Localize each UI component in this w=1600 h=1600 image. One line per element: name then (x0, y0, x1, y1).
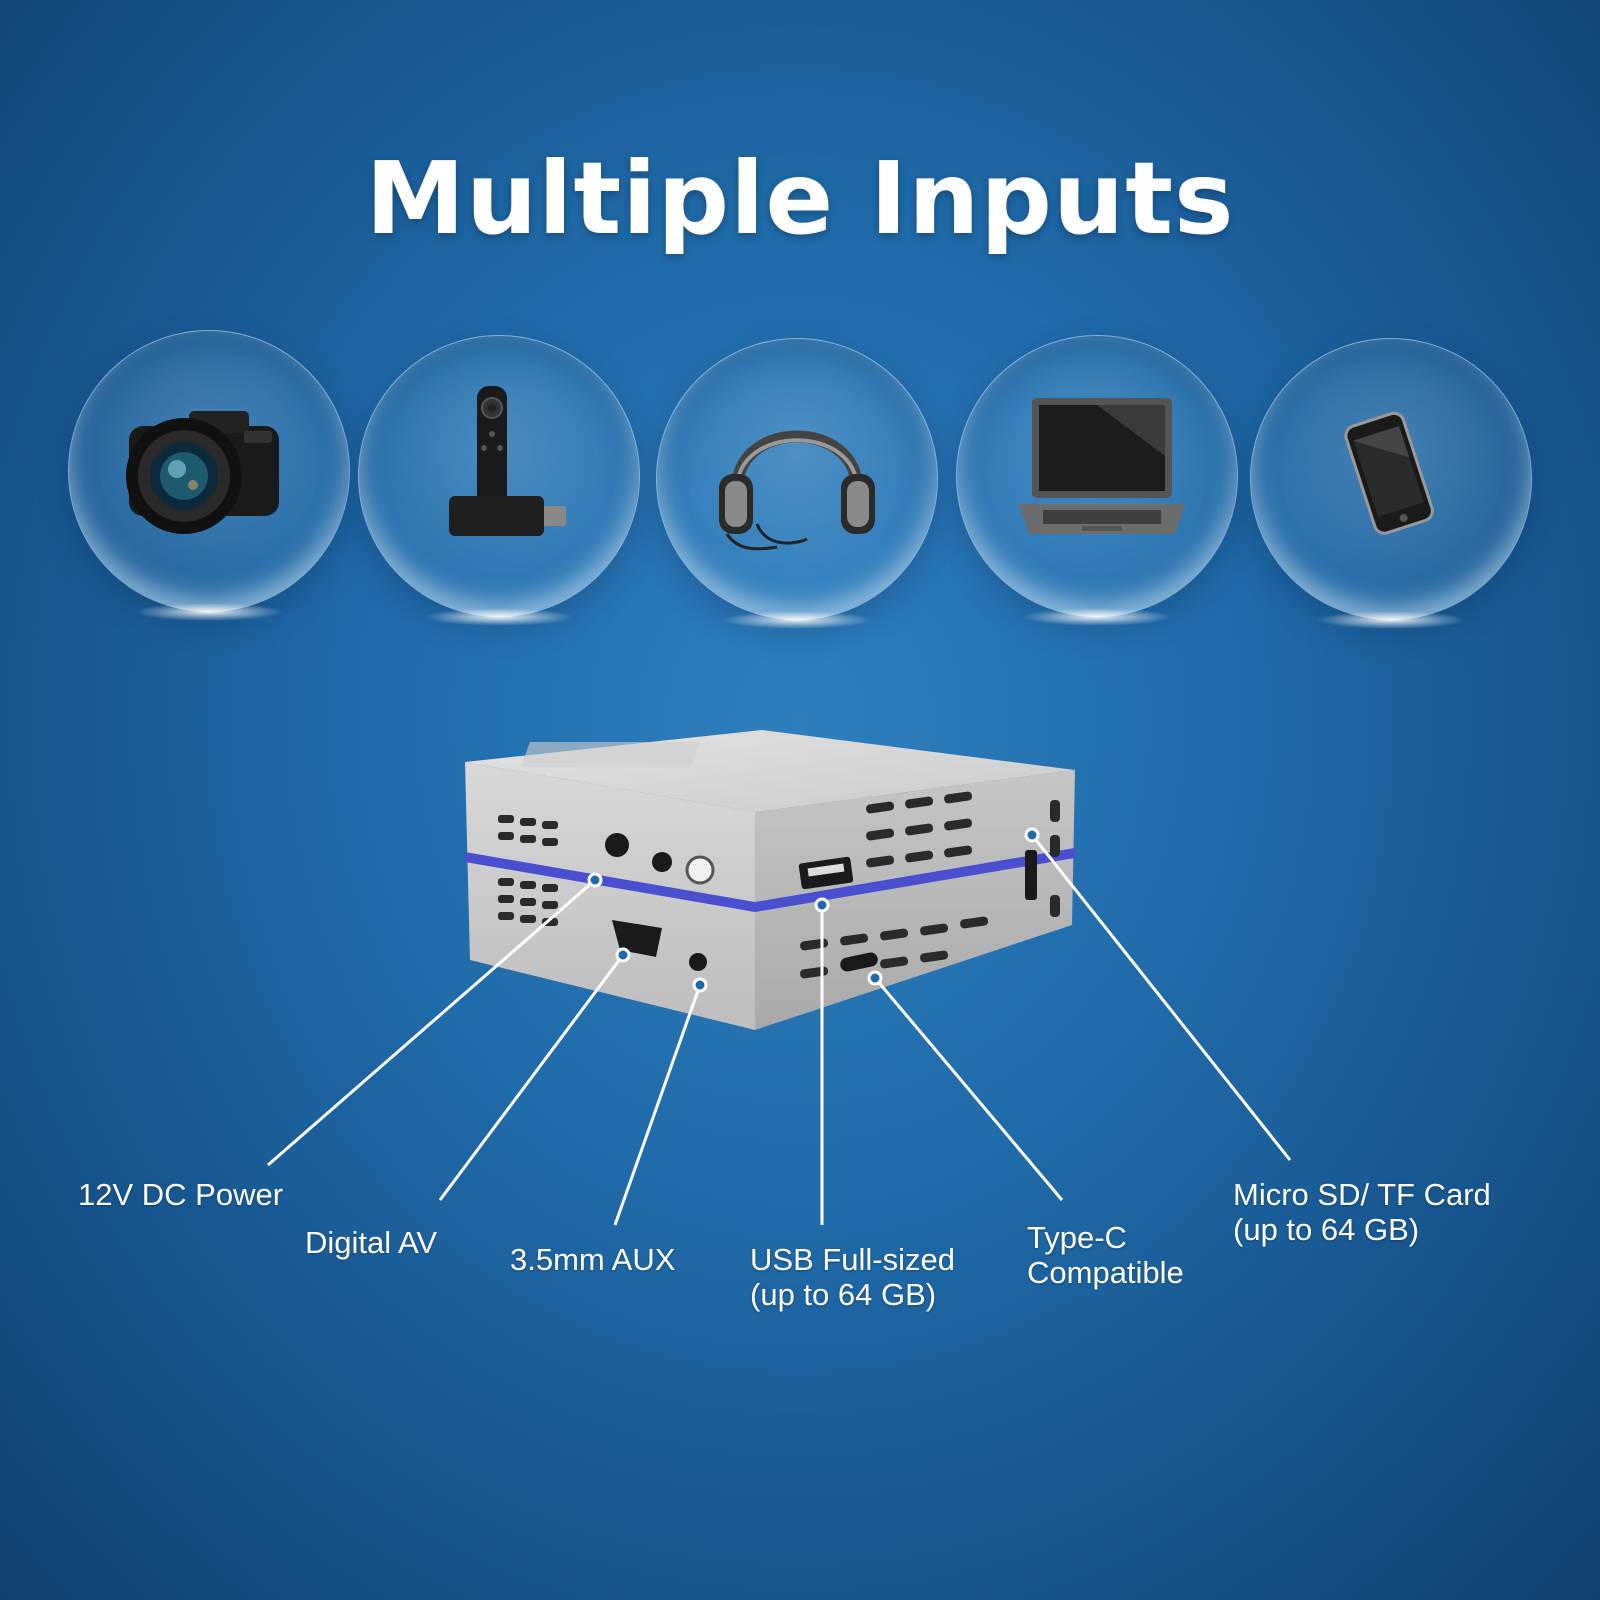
type-c-leader-line (873, 977, 1064, 1201)
usb-callout: USB Full-sized (up to 64 GB) (750, 1242, 955, 1312)
headphones-icon (719, 430, 875, 551)
micro-sd-slot (1025, 850, 1037, 900)
micro-sd-callout: Micro SD/ TF Card (up to 64 GB) (1233, 1177, 1491, 1247)
power-label: 12V DC Power (78, 1177, 284, 1212)
type-c-label: Type-C (1027, 1220, 1127, 1255)
micro-sd-leader-line (1030, 834, 1292, 1161)
streaming-stick-bubble (358, 335, 640, 626)
headphones-bubble (656, 338, 938, 629)
accent-stripe-left (465, 852, 755, 912)
usb-capacity-label: (up to 64 GB) (750, 1277, 937, 1312)
digital-av-label: Digital AV (305, 1225, 438, 1260)
dc-power-port (605, 833, 629, 857)
device-left-face (465, 762, 755, 1030)
left-vents (498, 815, 558, 926)
power-leader-dot (587, 872, 603, 888)
usb-label: USB Full-sized (750, 1242, 955, 1277)
aux-leader-line (613, 984, 702, 1226)
camera-icon (126, 411, 279, 534)
power-button (685, 855, 715, 885)
type-c-compat-label: Compatible (1027, 1255, 1184, 1290)
type-c-leader-dot (867, 970, 883, 986)
type-c-callout: Type-C Compatible (1027, 1220, 1184, 1290)
power-leader-line (267, 878, 596, 1167)
right-vents (800, 791, 1060, 979)
micro-sd-capacity-label: (up to 64 GB) (1233, 1212, 1420, 1247)
accent-stripe-right (755, 848, 1075, 912)
digital-av-leader-line (438, 954, 625, 1201)
smartphone-bubble (1250, 338, 1532, 629)
small-port (652, 852, 672, 872)
micro-sd-leader-dot (1024, 827, 1040, 843)
aux-callout: 3.5mm AUX (510, 1242, 675, 1277)
aux-leader-dot (692, 977, 708, 993)
streaming-stick-icon (449, 386, 566, 536)
camera-bubble (68, 330, 350, 621)
aux-port (689, 953, 707, 971)
type-c-port (840, 952, 878, 972)
digital-av-leader-dot (615, 947, 631, 963)
digital-av-callout: Digital AV (305, 1225, 437, 1260)
laptop-bubble (956, 335, 1238, 626)
laptop-icon (1019, 398, 1185, 534)
page-title: Multiple Inputs (365, 140, 1235, 257)
usb-leader-dot (814, 897, 830, 913)
smartphone-icon (1344, 411, 1434, 535)
power-callout: 12V DC Power (78, 1177, 283, 1212)
aux-label: 3.5mm AUX (510, 1242, 676, 1277)
device-right-face (755, 770, 1075, 1030)
micro-sd-label: Micro SD/ TF Card (1233, 1177, 1491, 1212)
